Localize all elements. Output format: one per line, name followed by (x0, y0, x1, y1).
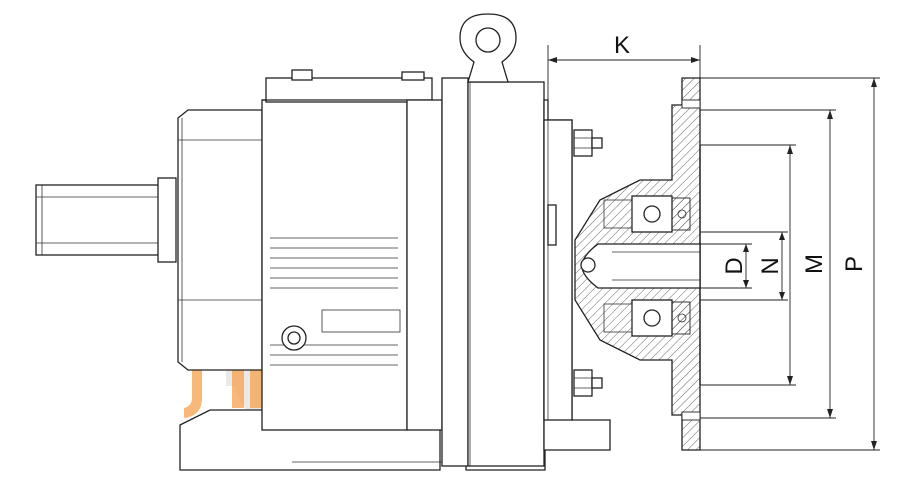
dimension-label-d: D (721, 257, 748, 274)
dimension-inner-flange (700, 109, 836, 419)
main-housing (261, 69, 443, 431)
dimension-n (700, 231, 788, 301)
input-housing (177, 109, 263, 371)
lifting-eye (459, 13, 517, 83)
output-shaft (580, 199, 701, 333)
dimension-d (700, 243, 752, 289)
dimension-label-k: K (614, 32, 630, 59)
input-shaft (35, 177, 177, 263)
dimension-label-n: N (757, 257, 784, 274)
lower-bolt (573, 369, 603, 397)
center-housing (441, 77, 545, 467)
dimension-p (700, 77, 880, 451)
upper-bearing (631, 195, 691, 233)
lower-bearing (631, 299, 691, 337)
dimension-label-m: M (801, 254, 828, 274)
dimension-label-p: P (841, 256, 868, 272)
dimension-k (547, 45, 701, 100)
flange-plate (543, 99, 611, 451)
dimension-m (700, 144, 796, 386)
upper-bolt (573, 129, 603, 157)
